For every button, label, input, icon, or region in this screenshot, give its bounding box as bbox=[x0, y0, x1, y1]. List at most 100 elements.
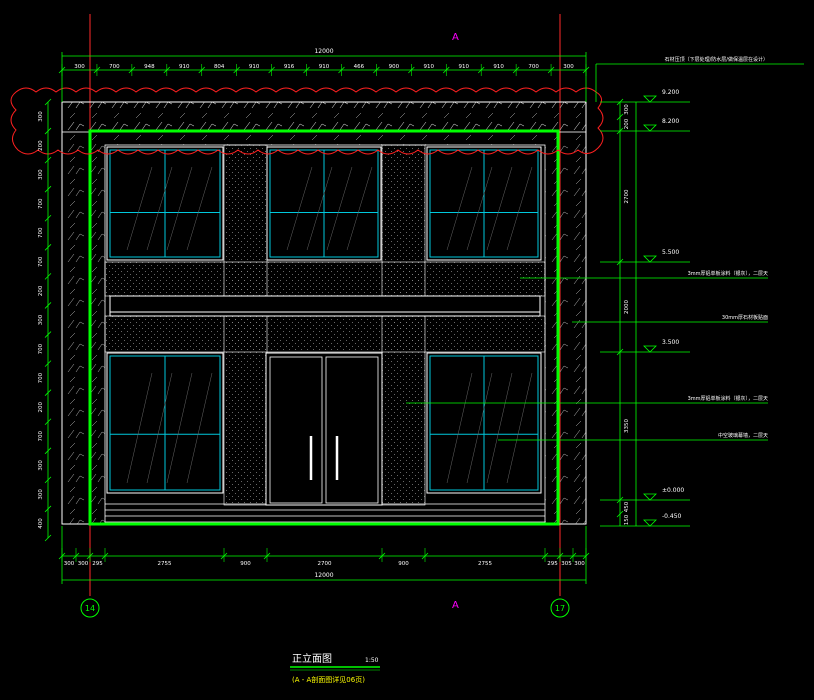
dim-tick bbox=[44, 302, 52, 309]
dim-tick bbox=[616, 510, 624, 518]
level-triangle bbox=[643, 519, 657, 527]
dim-left-value: 700 bbox=[38, 431, 44, 442]
dim-tick bbox=[44, 476, 52, 484]
dim-left-value: 300 bbox=[38, 489, 44, 500]
windows bbox=[106, 146, 542, 494]
level-marks: 9.2008.2005.5003.500±0.000-0.45030020027… bbox=[600, 89, 690, 527]
dim-left-value: 300 bbox=[38, 460, 44, 471]
dim-left-ticks bbox=[44, 98, 52, 542]
drawing-scale: 1:50 bbox=[365, 657, 379, 664]
glass-reflection bbox=[326, 166, 353, 251]
note-text: 石材压顶（下层处理/防水层/做保温层在设计） bbox=[665, 56, 768, 63]
glass-reflection bbox=[166, 166, 193, 251]
drawing-subtitle: (A - A剖面图详见06页) bbox=[292, 675, 365, 684]
level-value: 3.500 bbox=[662, 339, 679, 346]
section-marker-bottom: A bbox=[452, 600, 459, 611]
revision-cloud bbox=[10, 87, 604, 155]
dim-tick bbox=[616, 113, 624, 121]
glass-reflection bbox=[306, 166, 333, 251]
dim-left-value: 300 bbox=[38, 314, 44, 325]
dim-top-value: 300 bbox=[74, 64, 85, 70]
level-value: 8.200 bbox=[662, 118, 679, 125]
dim-tick bbox=[44, 331, 52, 338]
dim-tick bbox=[44, 98, 52, 106]
dim-left-value: 200 bbox=[38, 285, 44, 296]
glass-reflection bbox=[166, 372, 193, 484]
level-dim-value: 2000 bbox=[624, 300, 630, 314]
drawing-title: 正立面图 bbox=[292, 652, 332, 665]
dim-left-value: 700 bbox=[38, 198, 44, 209]
axis-label-left: 14 bbox=[85, 604, 95, 613]
note-text: 中空玻璃幕墙，二层天 bbox=[718, 432, 768, 439]
dim-top-value: 804 bbox=[214, 64, 225, 70]
dim-top-value: 910 bbox=[493, 64, 504, 70]
level-triangle bbox=[643, 124, 657, 132]
glass-reflection bbox=[446, 166, 473, 251]
dim-tick bbox=[616, 127, 624, 135]
dim-tick bbox=[44, 360, 52, 367]
level-dim-value: 2700 bbox=[624, 189, 630, 203]
dim-top-value: 700 bbox=[109, 64, 120, 70]
dim-tick bbox=[44, 389, 52, 396]
dim-left-value: 700 bbox=[38, 256, 44, 267]
parapet bbox=[61, 101, 587, 133]
level-dim-value: 450 bbox=[624, 501, 630, 512]
dim-left-value: 700 bbox=[38, 227, 44, 238]
glass-reflection bbox=[126, 166, 153, 251]
glass-reflection bbox=[486, 166, 513, 251]
dim-top-value: 300 bbox=[563, 64, 574, 70]
dim-bottom-overall: 12000 bbox=[314, 572, 333, 579]
level-triangle bbox=[643, 493, 657, 501]
dim-top-value: 910 bbox=[319, 64, 330, 70]
spandrel-upper bbox=[104, 261, 546, 297]
dim-top-value: 910 bbox=[458, 64, 469, 70]
glass-reflection bbox=[506, 166, 533, 251]
glass-reflection bbox=[486, 372, 513, 484]
glass-reflection bbox=[126, 372, 153, 484]
dim-top-value: 910 bbox=[179, 64, 190, 70]
dim-top-value: 900 bbox=[389, 64, 400, 70]
dim-tick bbox=[616, 98, 624, 106]
annotation-notes: 石材压顶（下层处理/防水层/做保温层在设计） 3mm厚铝单板涂料（银灰），二层天 3… bbox=[406, 56, 768, 441]
dim-tick bbox=[44, 418, 52, 426]
dim-bottom-value: 305 bbox=[561, 561, 572, 567]
dim-tick bbox=[44, 273, 52, 280]
dim-left-value: 300 bbox=[38, 111, 44, 122]
dim-bottom-value: 300 bbox=[78, 561, 89, 567]
glass-reflection bbox=[466, 372, 493, 484]
dim-tick bbox=[44, 244, 52, 251]
dim-left-text: 3002003007007007002003007007002007003003… bbox=[38, 111, 44, 529]
glass-reflection bbox=[146, 166, 173, 251]
dim-bottom-value: 900 bbox=[240, 561, 251, 567]
glass-reflection bbox=[286, 166, 313, 251]
dim-top-value: 466 bbox=[354, 64, 365, 70]
level-dim-value: 150 bbox=[624, 514, 630, 525]
dim-top-text: 300 700 948 910 804 910 916 910 466 900 910 910 910 7… bbox=[74, 64, 574, 70]
dim-top-value: 910 bbox=[424, 64, 435, 70]
glass-reflection bbox=[506, 372, 533, 484]
axis-bubble-left bbox=[80, 598, 100, 618]
note-text: 3mm厚铝单板涂料（银灰），二层天 bbox=[688, 270, 768, 277]
glass-reflection bbox=[346, 166, 373, 251]
dim-top-value: 700 bbox=[528, 64, 539, 70]
level-triangle bbox=[643, 345, 657, 353]
dim-top-value: 948 bbox=[144, 64, 155, 70]
dim-top-value: 916 bbox=[284, 64, 295, 70]
level-value: ±0.000 bbox=[662, 487, 684, 494]
glass-reflection bbox=[186, 372, 213, 484]
dimension-lines bbox=[47, 52, 804, 584]
dim-tick bbox=[44, 156, 52, 164]
dim-bottom-value: 300 bbox=[574, 561, 585, 567]
dim-tick bbox=[44, 185, 52, 193]
dim-bottom-value: 2700 bbox=[318, 561, 332, 567]
dim-bottom-value: 300 bbox=[64, 561, 75, 567]
dim-left-value: 400 bbox=[38, 518, 44, 529]
dim-tick bbox=[44, 505, 52, 513]
axis-label-right: 17 bbox=[555, 604, 565, 613]
spandrel-lower bbox=[104, 315, 546, 353]
level-dim-value: 300 bbox=[624, 104, 630, 115]
dim-top-value: 910 bbox=[249, 64, 260, 70]
dim-top-overall: 12000 bbox=[314, 48, 333, 55]
